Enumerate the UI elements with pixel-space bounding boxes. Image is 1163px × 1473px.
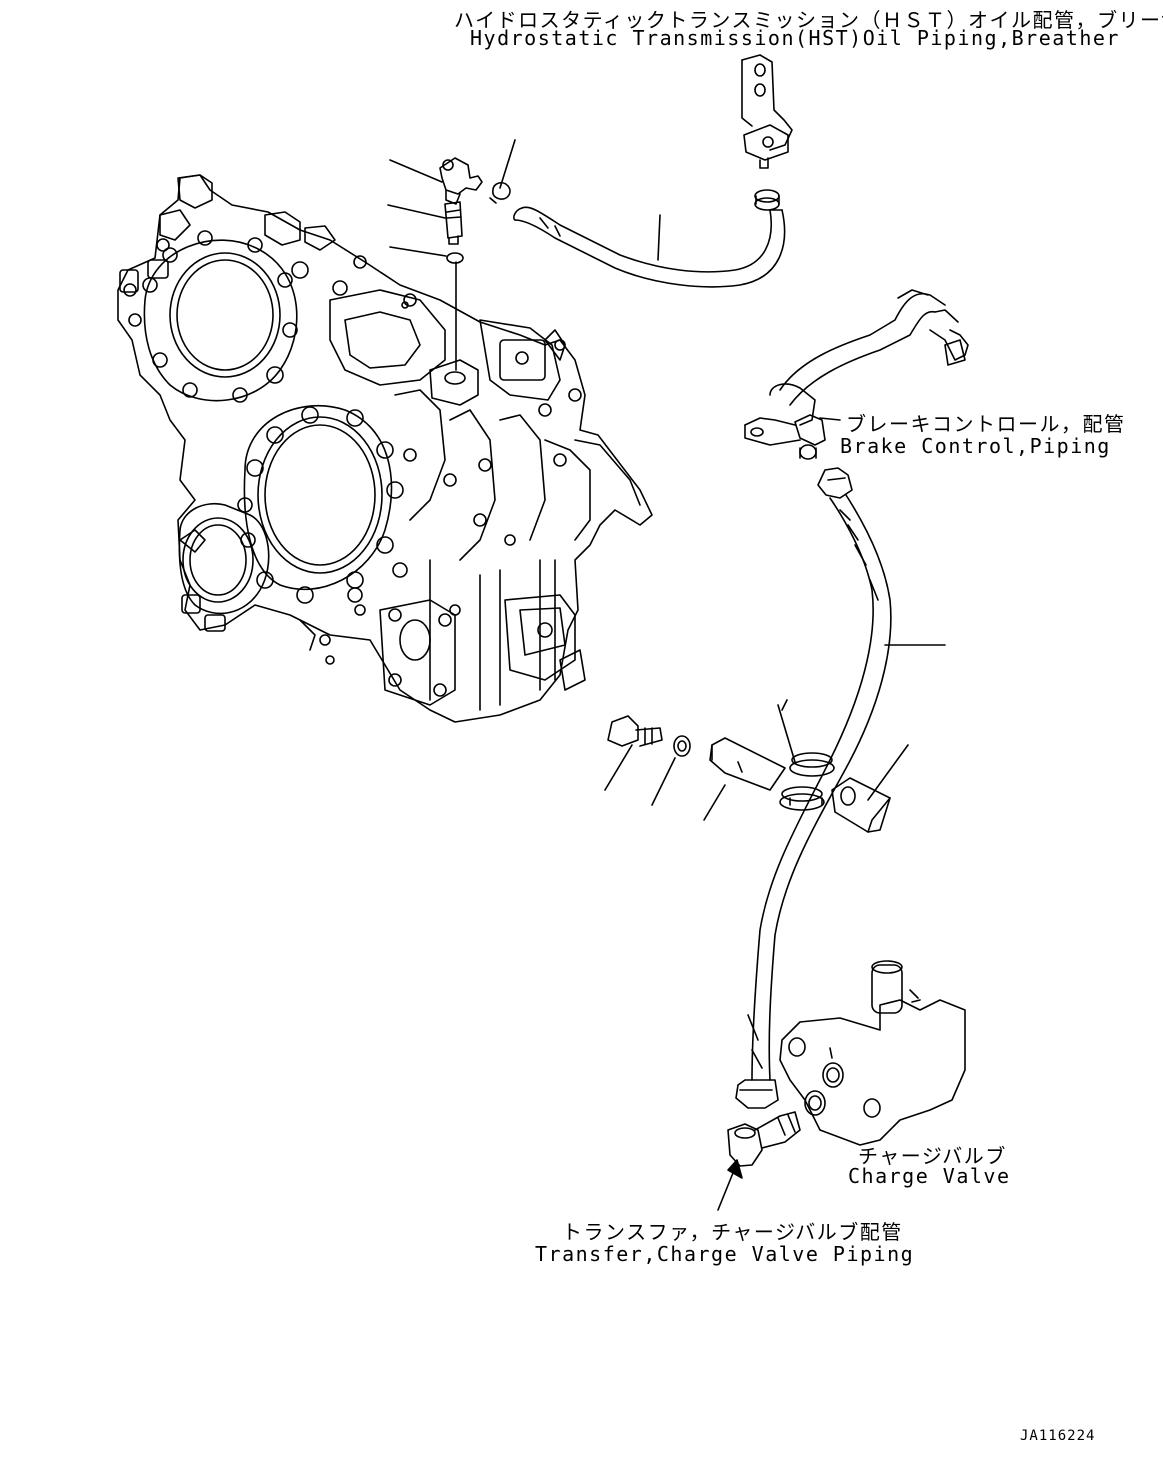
charge-valve-callout-jp: チャージバルブ: [858, 1144, 1007, 1168]
hst-leader-lines: [388, 140, 660, 260]
main-hose: [736, 468, 891, 1108]
clamp-bolt: [608, 716, 662, 746]
transfer-callout-en: Transfer,Charge Valve Piping: [535, 1242, 915, 1266]
charge-valve: [780, 700, 965, 1145]
brake-callout-en: Brake Control,Piping: [840, 434, 1111, 458]
hst-callout-jp: ハイドロスタティックトランスミッション（ＨＳＴ）オイル配管，ブリーザ: [454, 8, 1163, 32]
charge-valve-callout-en: Charge Valve: [848, 1164, 1011, 1188]
breather-o-ring: [447, 253, 463, 263]
drawing-reference: JA116224: [1020, 1428, 1096, 1444]
brake-callout-jp: ブレーキコントロール，配管: [846, 412, 1126, 436]
brake-control-pipe: [745, 290, 968, 459]
hst-callout-en: Hydrostatic Transmission(HST)Oil Piping,…: [470, 26, 1120, 50]
brake-leader-line: [820, 418, 840, 420]
breather-elbow: [440, 158, 482, 204]
clamp-washer: [674, 736, 690, 756]
clamp-plate: [710, 738, 785, 790]
charge-valve-elbow: [728, 1112, 800, 1166]
breather-clamp: [490, 183, 510, 203]
breather-adapter: [445, 202, 462, 244]
transfer-callout-jp: トランスファ，チャージバルブ配管: [562, 1220, 903, 1244]
clamp-grommet: [780, 753, 834, 810]
transmission-housing: [118, 175, 652, 722]
breather-hose: [514, 207, 785, 287]
breather-hose-clamp: [755, 190, 779, 210]
clamp-leader-lines: [605, 705, 908, 820]
clamp-block: [832, 778, 890, 832]
transfer-arrow: [718, 1160, 742, 1210]
breather-bracket: [742, 55, 792, 168]
